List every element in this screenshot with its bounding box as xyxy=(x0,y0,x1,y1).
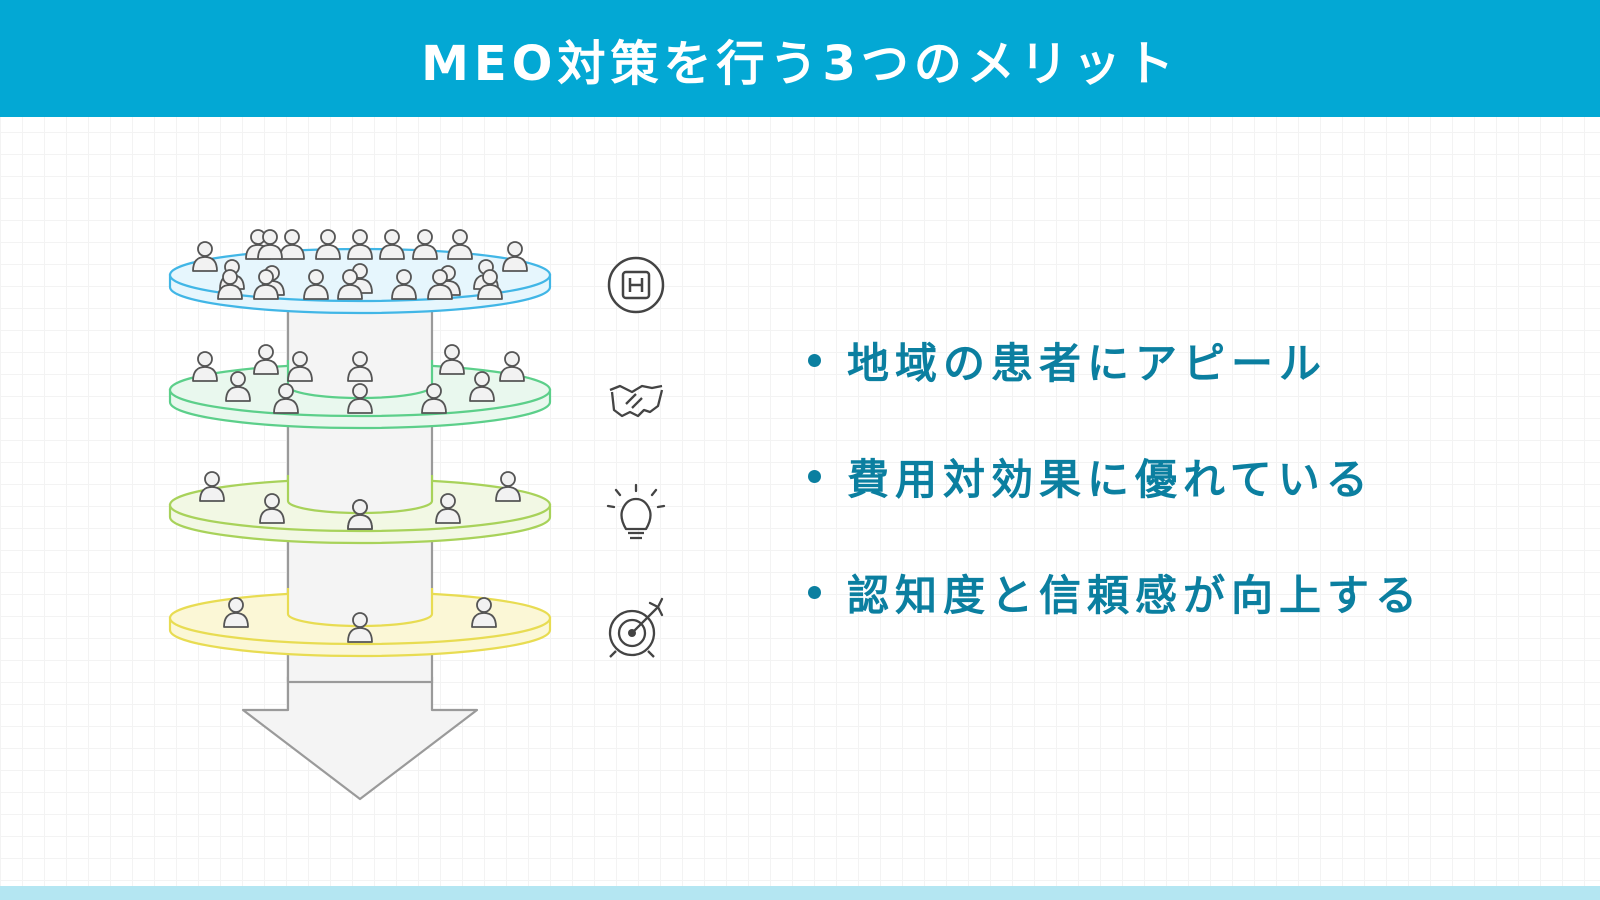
person-icon xyxy=(347,499,373,530)
person-icon xyxy=(273,383,299,414)
person-icon xyxy=(427,269,453,300)
footer-bar xyxy=(0,886,1600,900)
target-icon xyxy=(608,597,664,658)
person-icon xyxy=(199,471,225,502)
benefit-item-3: 認知度と信頼感が向上する xyxy=(808,534,1423,650)
person-icon xyxy=(471,597,497,628)
benefit-item-2: 費用対効果に優れている xyxy=(808,418,1423,534)
person-icon xyxy=(192,241,218,272)
person-icon xyxy=(379,229,405,260)
bullet-icon xyxy=(808,353,821,367)
handshake-icon xyxy=(609,384,664,418)
benefit-text-1: 地域の患者にアピール xyxy=(847,338,1328,388)
person-icon xyxy=(499,351,525,382)
funnel-layer-3 xyxy=(168,471,552,545)
person-icon xyxy=(279,229,305,260)
person-icon xyxy=(495,471,521,502)
person-icon xyxy=(412,229,438,260)
person-icon xyxy=(259,493,285,524)
person-icon xyxy=(421,383,447,414)
funnel-layer-4 xyxy=(168,588,552,658)
person-icon xyxy=(337,269,363,300)
person-icon xyxy=(192,351,218,382)
person-icon xyxy=(315,229,341,260)
person-icon xyxy=(435,493,461,524)
benefit-item-1: 地域の患者にアピール xyxy=(808,302,1423,418)
person-icon xyxy=(287,351,313,382)
funnel-layer-1 xyxy=(168,229,552,315)
arrow-down-icon xyxy=(241,675,479,801)
person-icon xyxy=(391,269,417,300)
person-icon xyxy=(217,269,243,300)
funnel-layer-2 xyxy=(168,344,552,430)
lightbulb-icon xyxy=(606,483,666,540)
page-title: MEO対策を行う3つのメリット xyxy=(421,35,1179,92)
person-icon xyxy=(225,371,251,402)
person-icon xyxy=(439,344,465,375)
benefit-list: 地域の患者にアピール 費用対効果に優れている 認知度と信頼感が向上する xyxy=(808,302,1423,650)
person-icon xyxy=(347,351,373,382)
hospital-icon xyxy=(607,256,665,314)
person-icon xyxy=(303,269,329,300)
header-bar: MEO対策を行う3つのメリット xyxy=(0,0,1600,117)
benefit-text-2: 費用対効果に優れている xyxy=(847,454,1374,504)
person-icon xyxy=(469,371,495,402)
person-icon xyxy=(347,383,373,414)
bullet-icon xyxy=(808,469,821,483)
person-icon xyxy=(477,269,503,300)
person-icon xyxy=(223,597,249,628)
bullet-icon xyxy=(808,585,821,599)
person-icon xyxy=(347,229,373,260)
person-icon xyxy=(253,344,279,375)
person-icon xyxy=(502,241,528,272)
person-icon xyxy=(257,229,283,260)
person-icon xyxy=(253,269,279,300)
person-icon xyxy=(447,229,473,260)
funnel-diagram xyxy=(168,229,666,801)
person-icon xyxy=(347,612,373,643)
benefit-text-3: 認知度と信頼感が向上する xyxy=(847,570,1424,620)
